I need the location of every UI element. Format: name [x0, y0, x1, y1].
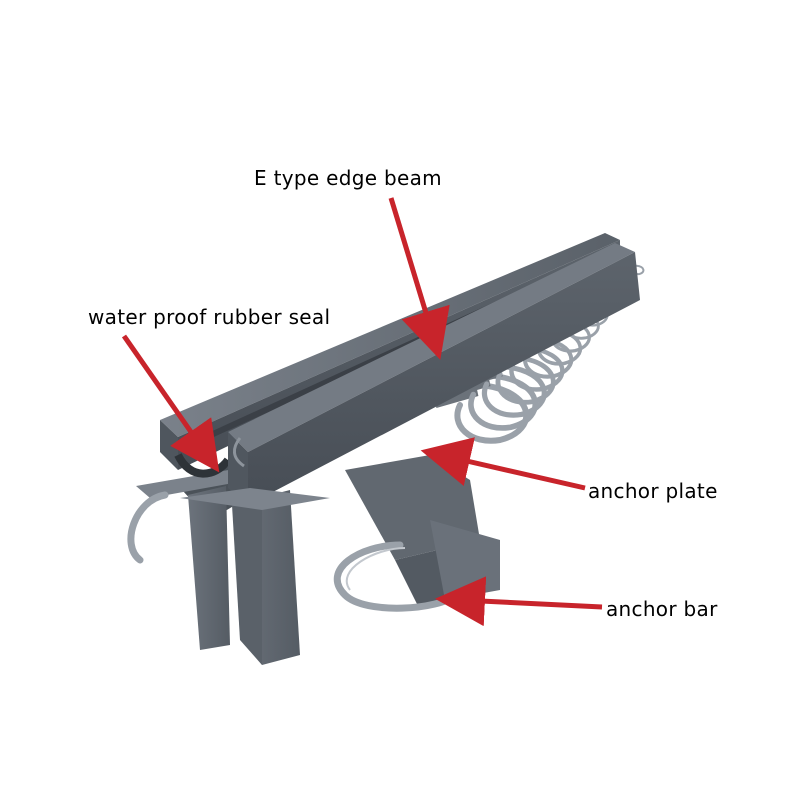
callout-arrows	[121, 197, 603, 627]
arrow-anchor-plate	[420, 437, 586, 491]
arrow-rubber-seal	[121, 334, 220, 473]
anchor-bar-loop	[495, 355, 556, 405]
anchor-bar-loop	[454, 382, 530, 444]
anchor-bar-loop	[523, 337, 574, 379]
label-rubber-seal: water proof rubber seal	[88, 305, 331, 329]
anchor-bar-loop	[509, 346, 565, 392]
arrow-edge-beam	[388, 197, 450, 360]
anchor-bar-loop	[481, 364, 547, 418]
label-anchor-bar: anchor bar	[606, 597, 718, 621]
arrow-anchor-bar	[435, 576, 603, 627]
label-anchor-plate: anchor plate	[588, 479, 718, 503]
label-edge-beam: E type edge beam	[254, 166, 442, 190]
